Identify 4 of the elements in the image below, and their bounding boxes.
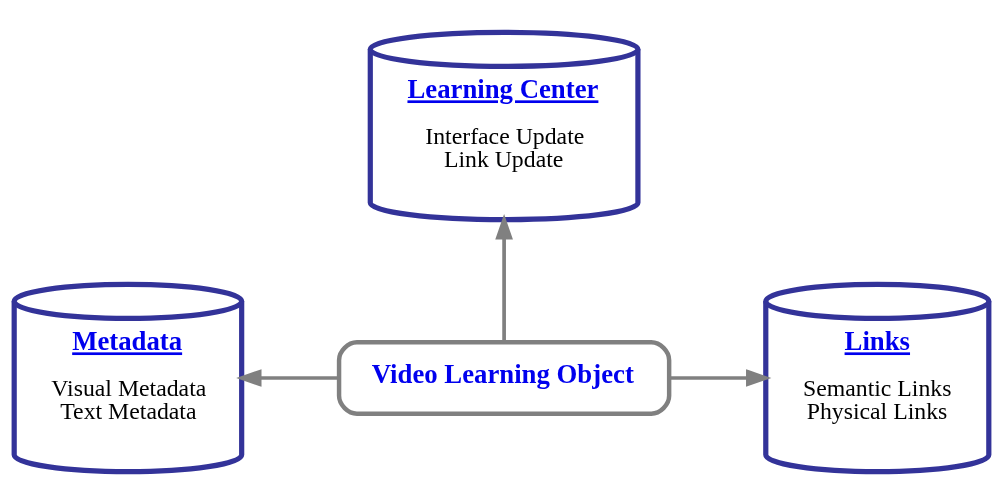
arrow [495, 213, 513, 342]
node-box: Video Learning Object [336, 339, 672, 416]
arrow [669, 368, 772, 387]
arrow [236, 368, 339, 387]
